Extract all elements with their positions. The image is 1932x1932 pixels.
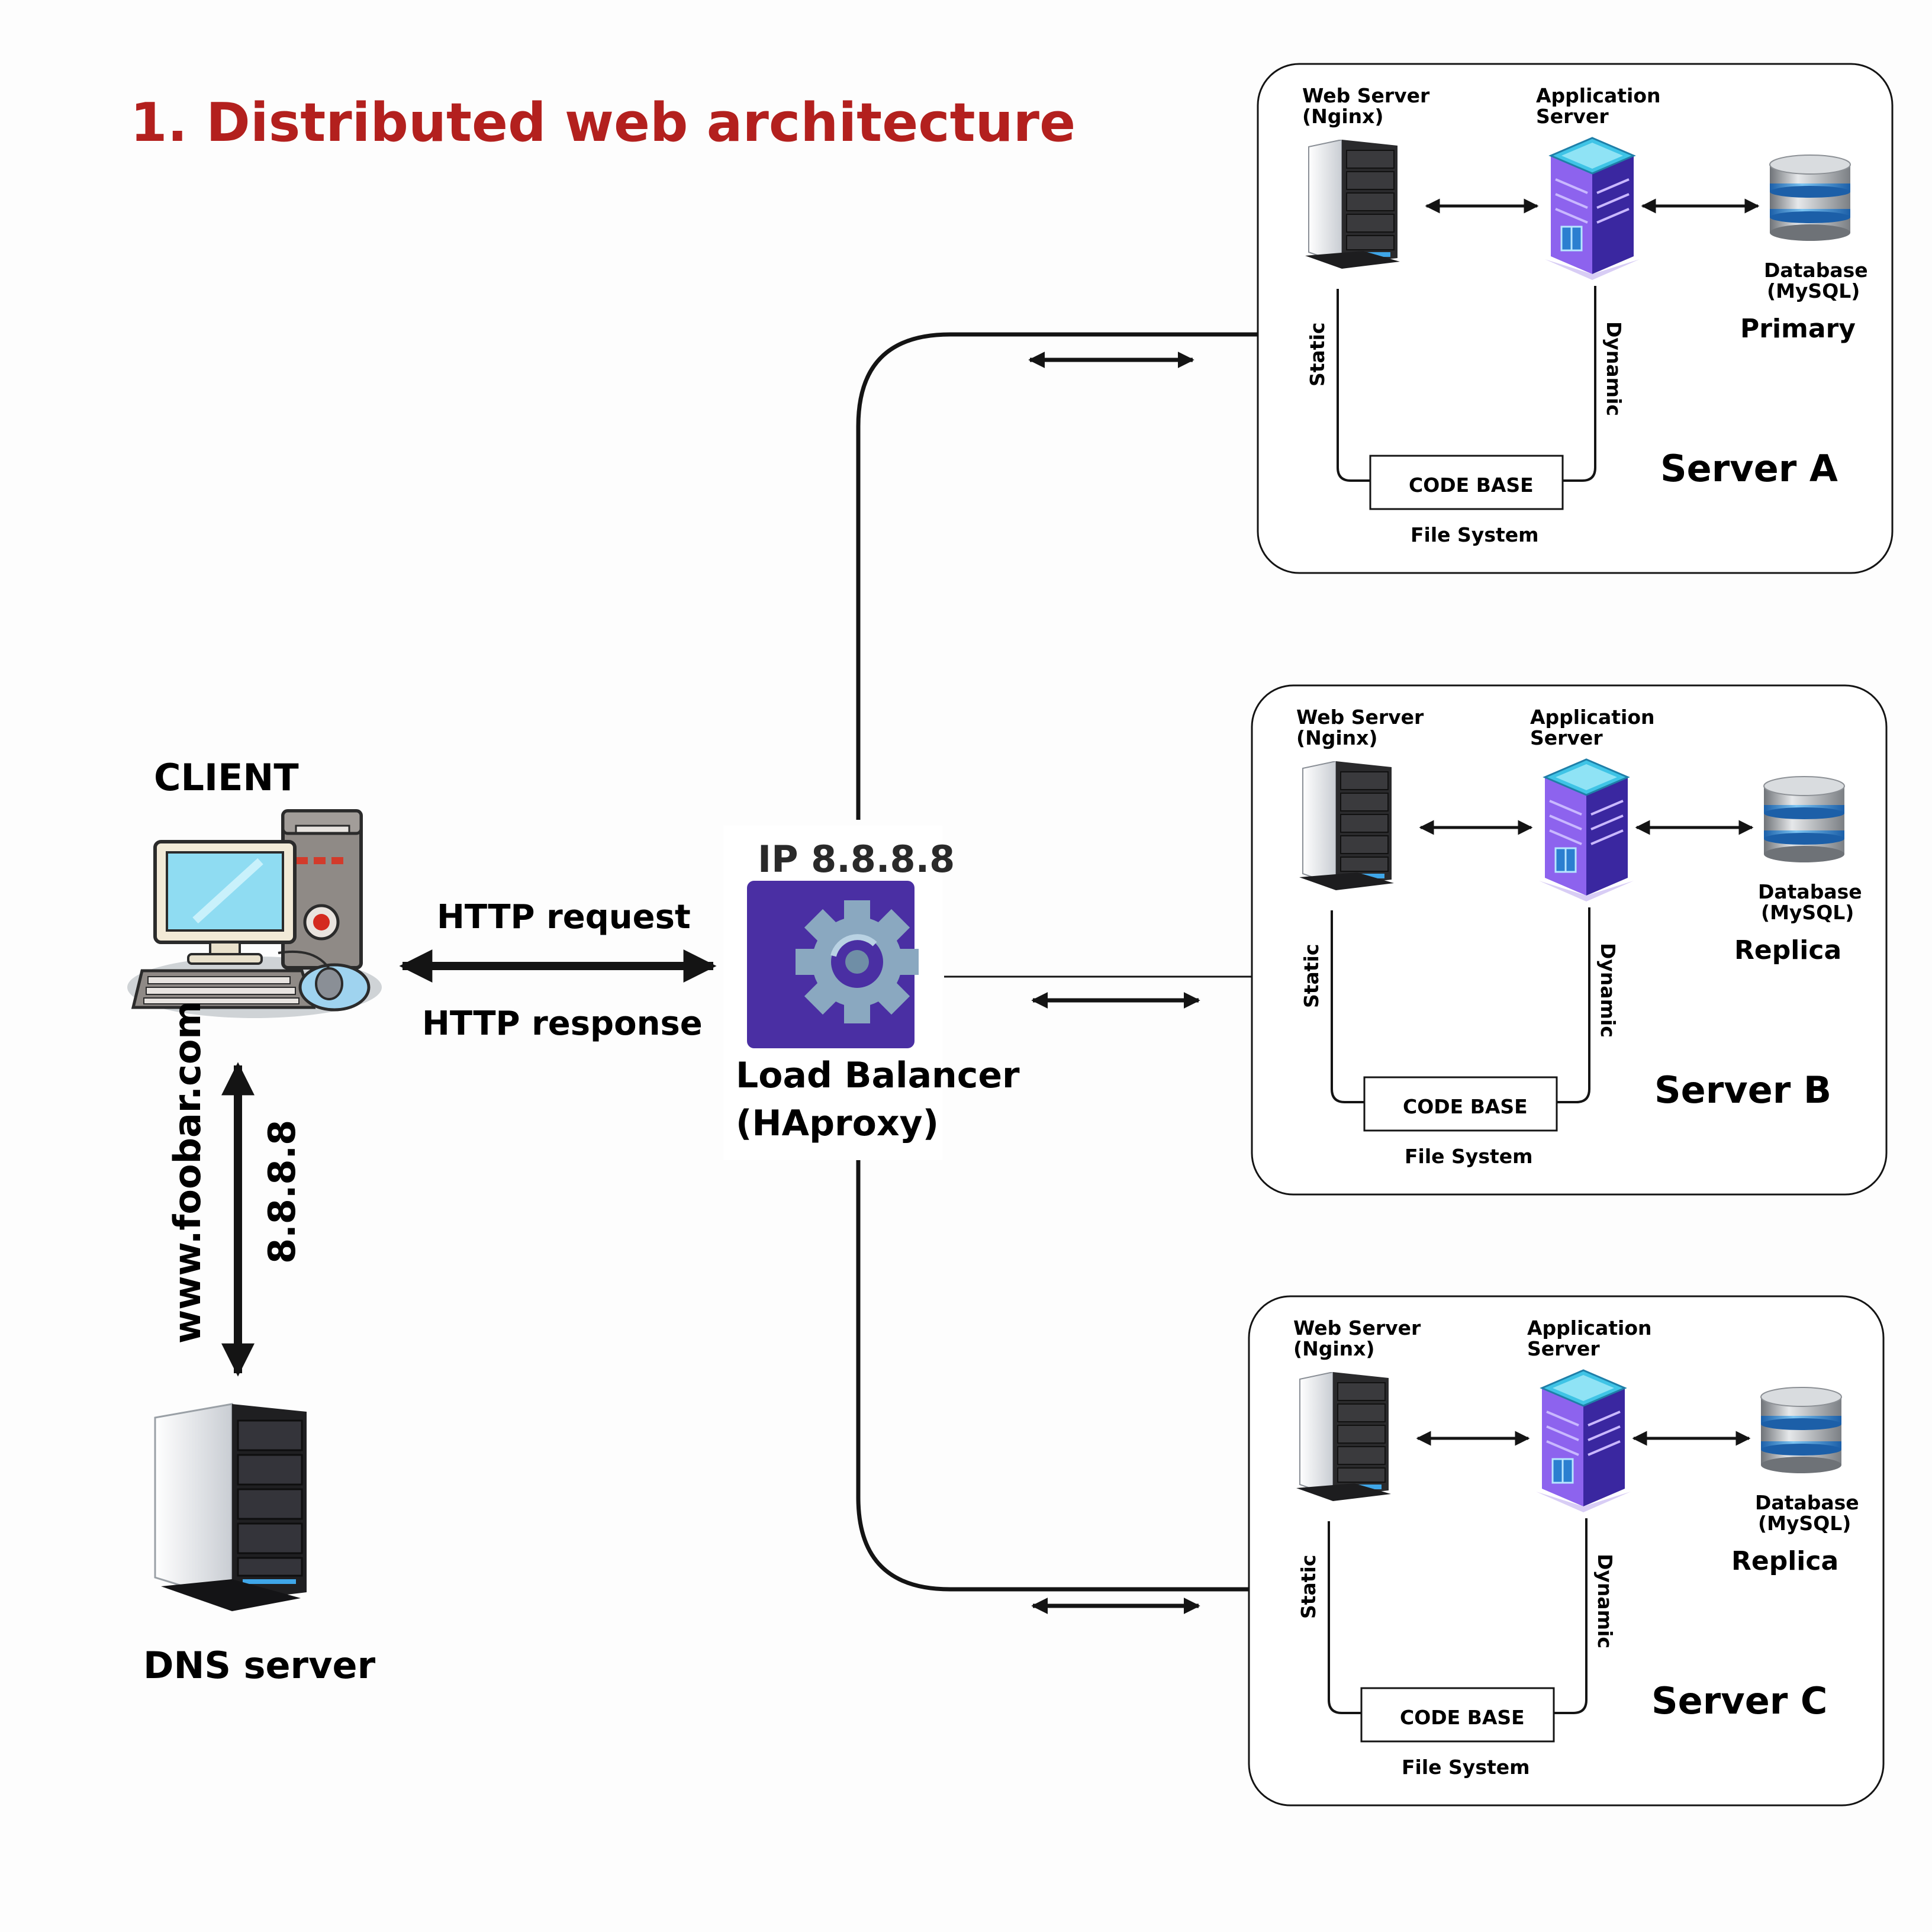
server-cluster: Web Server(Nginx)ApplicationServerDataba… (1248, 63, 1894, 1807)
server-a-box: Web Server(Nginx) ApplicationServerDataba… (1257, 63, 1894, 574)
code-base-box (1363, 1076, 1558, 1132)
app-server-label-line2: Server (1536, 105, 1609, 128)
server-frame (1257, 63, 1894, 574)
code-base-label: CODE BASE (1400, 1706, 1525, 1729)
static-label: Static (1297, 1555, 1320, 1619)
server-name-label: Server B (1654, 1068, 1831, 1112)
web-server-label-line2: (Nginx) (1293, 1337, 1375, 1360)
web-server-icon (1305, 140, 1400, 269)
dynamic-connector (1563, 286, 1596, 482)
web-server-icon (1296, 1372, 1391, 1502)
database-label-line2: (MySQL) (1767, 279, 1860, 302)
database-role-label: Replica (1731, 1546, 1838, 1576)
database-label-line1: Database (1758, 880, 1862, 903)
app-server-label-line2: Server (1530, 726, 1603, 749)
static-connector (1337, 289, 1370, 482)
database-icon (1763, 776, 1845, 863)
dns-query-label: www.foobar.com (166, 1001, 209, 1344)
static-connector (1331, 910, 1364, 1103)
page-title: 1. Distributed web architecture (130, 92, 1076, 154)
static-connector (1328, 1521, 1361, 1714)
load-balancer-node: IP 8.8.8.8 Load Balancer (HAproxy) (723, 826, 1020, 1160)
load-balancer-ip-label: IP 8.8.8.8 (758, 838, 955, 881)
server-name-label: Server C (1651, 1679, 1827, 1722)
app-server-label-line1: Application (1530, 706, 1655, 729)
dynamic-label: Dynamic (1593, 1554, 1617, 1648)
code-base-box (1369, 455, 1564, 510)
database-label-line2: (MySQL) (1761, 901, 1854, 924)
database-label-line1: Database (1755, 1491, 1859, 1514)
dns-answer-label: 8.8.8.8 (260, 1120, 304, 1264)
app-server-label-line2: Server (1527, 1337, 1600, 1360)
web-server-label-line2: (Nginx) (1302, 105, 1384, 128)
gear-icon (796, 900, 919, 1023)
dns-label: DNS server (143, 1644, 376, 1687)
database-icon (1760, 1387, 1842, 1474)
web-server-label-line1: Web Server (1293, 1316, 1421, 1339)
dynamic-label: Dynamic (1602, 321, 1625, 416)
http-response-label: HTTP response (422, 1004, 703, 1043)
web-server-label-line2: (Nginx) (1296, 726, 1378, 749)
database-role-label: Primary (1740, 314, 1856, 344)
web-server-label-line1: Web Server (1296, 706, 1424, 729)
app-server-icon (1536, 1369, 1631, 1512)
desktop-computer-icon (127, 809, 382, 1018)
dynamic-connector (1557, 907, 1590, 1103)
dynamic-label: Dynamic (1596, 943, 1619, 1038)
code-base-box (1360, 1687, 1555, 1743)
code-base-label: CODE BASE (1409, 474, 1534, 497)
web-server-label-line1: Web Server (1302, 84, 1430, 107)
web-server-icon (1299, 761, 1394, 891)
app-server-label-line1: Application (1527, 1316, 1652, 1339)
file-system-label: File System (1411, 523, 1539, 546)
dns-node: DNS server (143, 1403, 376, 1687)
file-system-label: File System (1405, 1145, 1533, 1168)
link-server-c-line (856, 1160, 1252, 1592)
server-tower-icon (154, 1403, 307, 1611)
server-frame (1248, 1295, 1885, 1807)
server-name-label: Server A (1660, 447, 1838, 490)
code-base-label: CODE BASE (1403, 1095, 1528, 1118)
app-server-icon (1539, 758, 1634, 901)
load-balancer-name-line1: Load Balancer (736, 1055, 1020, 1096)
database-icon (1769, 154, 1851, 242)
server-frame (1251, 684, 1888, 1196)
static-label: Static (1306, 323, 1329, 387)
http-request-label: HTTP request (437, 898, 691, 936)
file-system-label: File System (1402, 1756, 1530, 1779)
server-b-box: Web Server(Nginx) ApplicationServerDataba… (1251, 684, 1888, 1196)
client-label: CLIENT (154, 756, 299, 799)
load-balancer-name-line2: (HAproxy) (736, 1103, 939, 1144)
database-label-line1: Database (1764, 259, 1868, 282)
server-c-box: Web Server(Nginx) ApplicationServerDataba… (1248, 1295, 1885, 1807)
database-label-line2: (MySQL) (1758, 1512, 1851, 1535)
static-label: Static (1300, 944, 1323, 1008)
database-role-label: Replica (1734, 935, 1841, 965)
client-node: CLIENT (127, 756, 382, 1018)
network-trunk (856, 332, 1258, 1592)
link-server-a-line (856, 332, 1258, 820)
dynamic-connector (1554, 1518, 1588, 1714)
app-server-icon (1545, 137, 1640, 280)
app-server-label-line1: Application (1536, 84, 1661, 107)
